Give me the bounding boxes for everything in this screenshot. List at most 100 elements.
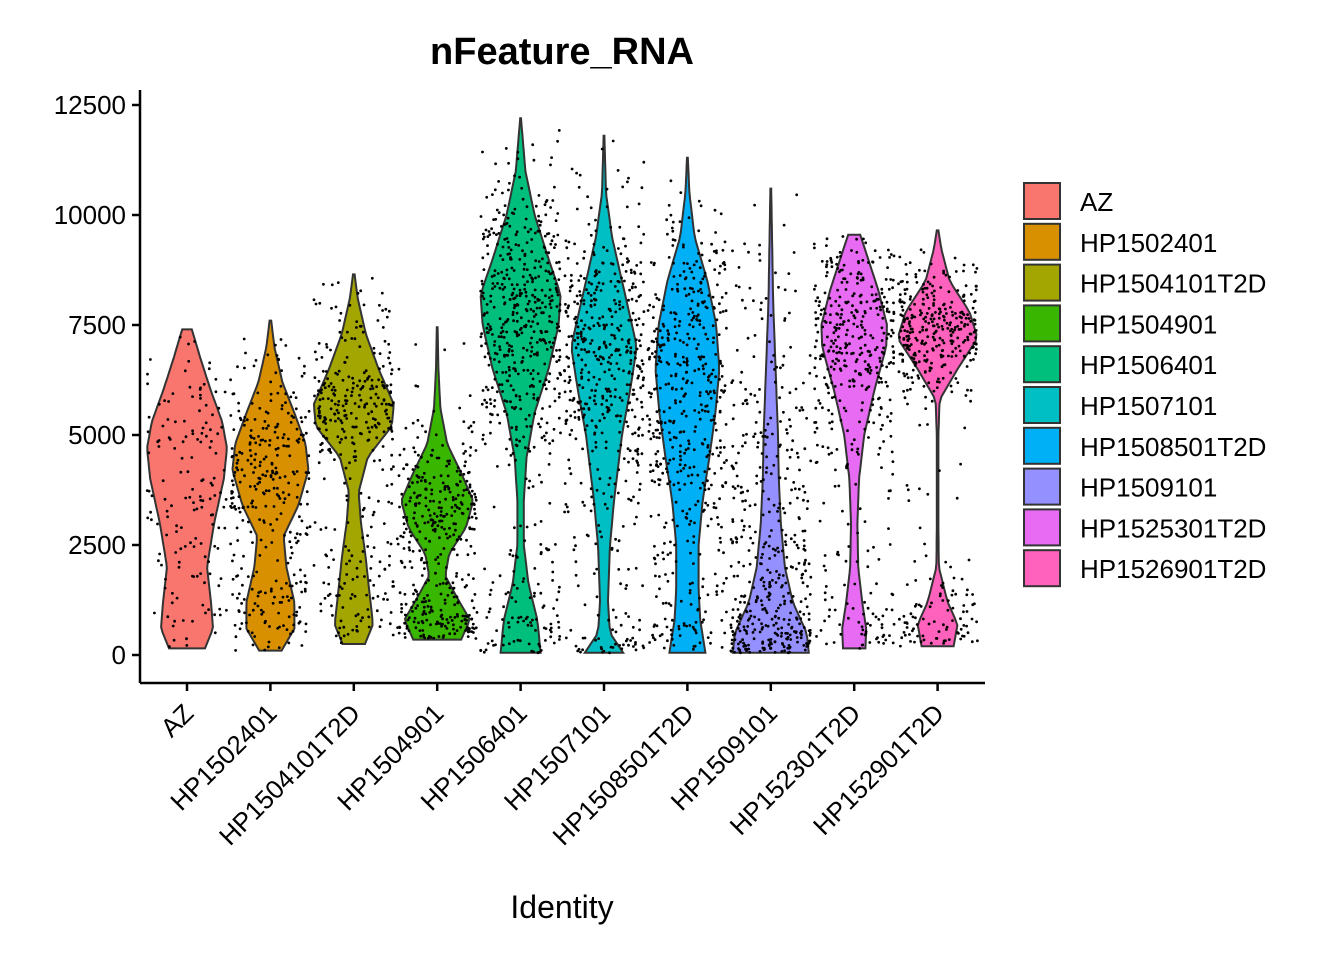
data-point: [398, 505, 401, 509]
data-point: [351, 386, 355, 390]
data-point: [860, 384, 864, 387]
data-point: [381, 445, 385, 448]
data-point: [192, 508, 196, 512]
data-point: [474, 449, 478, 452]
data-point: [350, 390, 354, 394]
data-point: [938, 336, 942, 340]
data-point: [625, 584, 628, 587]
data-point: [595, 567, 599, 571]
data-point: [548, 372, 552, 376]
data-point: [238, 416, 242, 420]
data-point: [465, 538, 468, 542]
data-point: [742, 524, 746, 528]
data-point: [942, 269, 945, 273]
data-point: [871, 403, 874, 407]
data-point: [520, 186, 524, 190]
data-point: [914, 579, 918, 582]
data-point: [904, 343, 908, 347]
data-point: [788, 501, 792, 505]
chart-title: nFeature_RNA: [430, 31, 694, 73]
data-point: [248, 442, 252, 446]
data-point: [739, 651, 742, 655]
data-point: [877, 381, 881, 384]
data-point: [909, 640, 912, 643]
data-point: [668, 480, 672, 484]
data-point: [906, 488, 910, 492]
data-point: [661, 322, 665, 326]
data-point: [418, 629, 422, 632]
data-point: [234, 635, 238, 639]
data-point: [343, 339, 347, 342]
data-point: [349, 597, 353, 600]
data-point: [403, 632, 407, 635]
data-point: [474, 516, 478, 520]
data-point: [580, 358, 584, 362]
data-point: [342, 634, 346, 638]
data-point: [196, 438, 200, 441]
data-point: [852, 379, 856, 383]
data-point: [798, 468, 801, 472]
data-point: [468, 483, 472, 487]
violin-shape-AZ: [146, 328, 228, 650]
data-point: [189, 541, 192, 545]
data-point: [203, 555, 207, 559]
data-point: [583, 603, 587, 607]
data-point: [498, 421, 502, 425]
data-point: [245, 621, 248, 625]
data-point: [667, 602, 671, 605]
data-point: [804, 597, 807, 601]
data-point: [592, 251, 595, 254]
data-point: [573, 339, 577, 342]
data-point: [417, 621, 420, 625]
data-point: [251, 499, 255, 503]
data-point: [662, 343, 666, 347]
data-point: [524, 294, 528, 298]
data-point: [388, 554, 391, 558]
data-point: [658, 329, 662, 333]
data-point: [366, 439, 370, 442]
data-point: [589, 294, 593, 297]
data-point: [956, 324, 960, 328]
data-point: [479, 648, 483, 652]
data-point: [780, 386, 784, 389]
data-point: [963, 426, 967, 430]
data-point: [951, 589, 955, 593]
data-point: [584, 363, 587, 367]
data-point: [324, 417, 327, 421]
data-point: [446, 536, 449, 540]
data-point: [481, 389, 485, 392]
data-point: [217, 526, 221, 530]
data-point: [374, 418, 377, 421]
data-point: [604, 387, 608, 391]
data-point: [480, 402, 484, 406]
data-point: [667, 462, 670, 465]
data-point: [843, 583, 846, 587]
data-point: [864, 388, 868, 391]
data-point: [350, 436, 354, 439]
data-point: [625, 205, 629, 209]
data-point: [205, 434, 208, 438]
data-point: [532, 396, 536, 400]
data-point: [748, 650, 751, 654]
data-point: [367, 375, 371, 378]
data-point: [688, 286, 692, 290]
data-point: [508, 374, 511, 378]
data-point: [665, 467, 668, 471]
data-point: [408, 499, 412, 503]
data-point: [859, 323, 863, 327]
data-point: [546, 279, 549, 282]
data-point: [746, 625, 750, 628]
data-point: [409, 496, 412, 500]
data-point: [801, 484, 805, 488]
data-point: [716, 283, 719, 287]
data-point: [963, 339, 967, 342]
data-point: [698, 641, 702, 645]
data-point: [748, 562, 752, 566]
data-point: [796, 455, 800, 459]
data-point: [537, 642, 541, 646]
data-point: [474, 498, 478, 502]
data-point: [800, 576, 804, 580]
data-point: [224, 498, 228, 501]
data-point: [625, 350, 628, 354]
data-point: [698, 266, 702, 269]
